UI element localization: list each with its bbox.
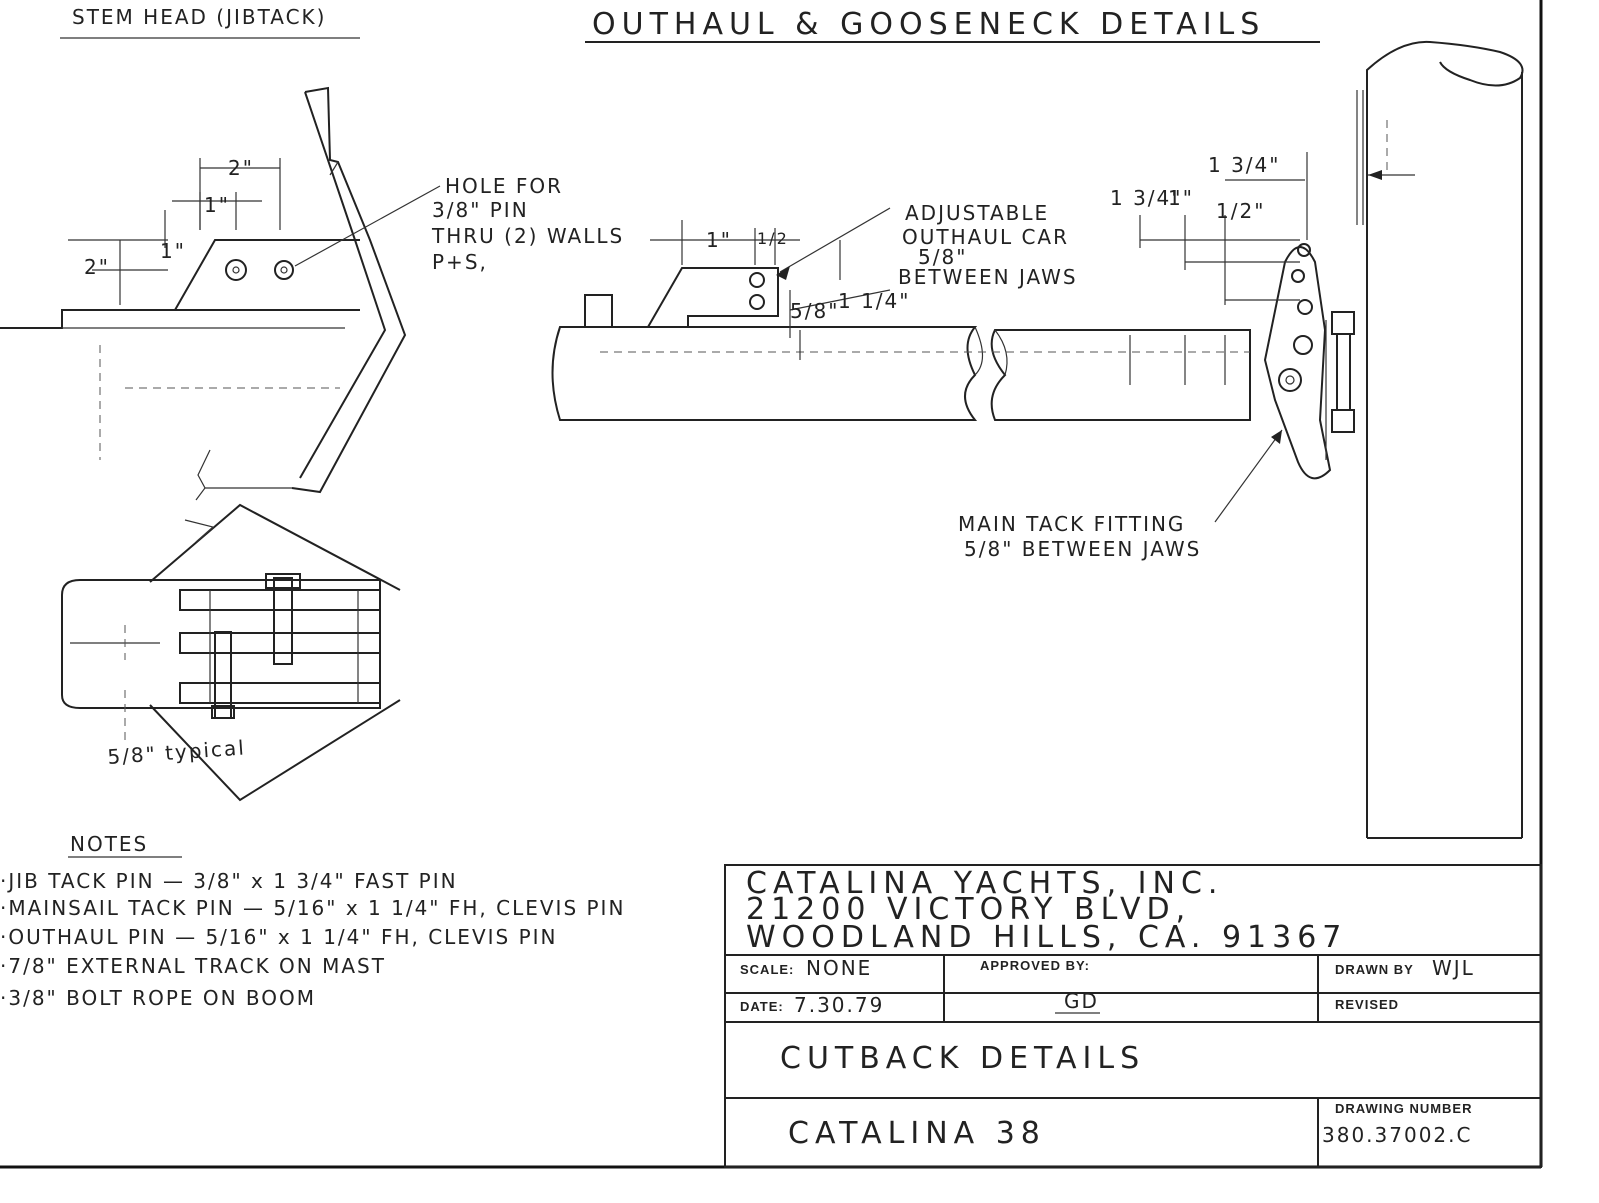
stem-head-heading: STEM HEAD (JIBTACK) (72, 5, 326, 29)
date-label: DATE: (740, 999, 784, 1014)
approved-label: APPROVED BY: (980, 958, 1090, 973)
approved-value: GD (1064, 989, 1099, 1013)
note-item-4: ·7/8" EXTERNAL TRACK ON MAST (0, 954, 386, 978)
dim-1in-height: 1" (160, 239, 186, 263)
car-note-line-4: BETWEEN JAWS (898, 265, 1078, 289)
main-tack-note-line-1: MAIN TACK FITTING (958, 512, 1185, 536)
dim-1in-width: 1" (204, 193, 230, 217)
revised-label: REVISED (1335, 997, 1399, 1012)
drawn-by-value: WJL (1432, 956, 1475, 980)
hole-note-line-1: HOLE FOR (445, 174, 563, 198)
company-street: 21200 VICTORY BLVD, (746, 892, 1191, 927)
drawing-number-label: DRAWING NUMBER (1335, 1101, 1473, 1116)
note-item-1: ·JIB TACK PIN — 3/8" x 1 3/4" FAST PIN (0, 869, 458, 893)
company-city: WOODLAND HILLS, CA. 91367 (746, 920, 1347, 955)
hole-note: HOLE FOR 3/8" PIN THRU (2) WALLS P+S, (431, 174, 624, 274)
dim-2in-height: 2" (84, 255, 110, 279)
dim-goose-a: 1 3/4" (1110, 186, 1182, 210)
hole-note-line-3: THRU (2) WALLS (431, 224, 624, 248)
scale-label: SCALE: (740, 962, 794, 977)
hole-note-line-2: 3/8" PIN (432, 198, 529, 222)
notes-title: NOTES (70, 832, 148, 856)
stem-head-top-view (61, 503, 401, 802)
car-note-line-2: OUTHAUL CAR (902, 225, 1069, 249)
drawn-by-label: DRAWN BY (1335, 962, 1414, 977)
boom-outhaul-view: 1" 1/2 5/8" 1 1/4" (551, 207, 1251, 421)
dim-2in-width: 2" (228, 156, 254, 180)
dim-goose-c: 1 3/4" (1208, 153, 1280, 177)
dim-car-1in: 1" (706, 228, 732, 252)
dim-goose-b: 1" (1168, 186, 1194, 210)
drawing-title: CUTBACK DETAILS (780, 1041, 1145, 1076)
company-name: CATALINA YACHTS, INC. (746, 866, 1223, 901)
boat-name: CATALINA 38 (788, 1116, 1046, 1151)
main-tack-note: MAIN TACK FITTING 5/8" BETWEEN JAWS (958, 512, 1201, 561)
car-note-line-1: ADJUSTABLE (905, 201, 1049, 225)
main-tack-note-line-2: 5/8" BETWEEN JAWS (964, 537, 1201, 561)
scale-value: NONE (806, 956, 872, 980)
car-note-line-3: 5/8" (918, 245, 967, 269)
date-value: 7.30.79 (794, 993, 884, 1017)
note-item-5: ·3/8" BOLT ROPE ON BOOM (0, 986, 316, 1010)
typical-note: 5/8" typical (107, 735, 247, 769)
gooseneck-mast-view: 1 3/4" 1" 1 3/4" 1/2" (1110, 40, 1524, 839)
title-block: CATALINA YACHTS, INC. 21200 VICTORY BLVD… (724, 864, 1542, 1168)
drawing-number: 380.37002.C (1322, 1123, 1472, 1147)
outhaul-car-note: ADJUSTABLE OUTHAUL CAR 5/8" BETWEEN JAWS (898, 201, 1078, 289)
dim-car-1-1-4: 1 1/4" (838, 289, 910, 313)
stem-head-side-view: 2" 1" 1" 2" (0, 86, 441, 501)
hole-note-line-4: P+S, (432, 250, 488, 274)
dim-car-5-8: 5/8" (790, 299, 839, 323)
outhaul-heading: OUTHAUL & GOOSENECK DETAILS (592, 7, 1265, 42)
dim-goose-d: 1/2" (1216, 199, 1265, 223)
dim-car-half: 1/2 (757, 229, 789, 248)
note-item-3: ·OUTHAUL PIN — 5/16" x 1 1/4" FH, CLEVIS… (0, 925, 558, 949)
notes-block: NOTES ·JIB TACK PIN — 3/8" x 1 3/4" FAST… (0, 832, 625, 1010)
note-item-2: ·MAINSAIL TACK PIN — 5/16" x 1 1/4" FH, … (0, 896, 625, 920)
